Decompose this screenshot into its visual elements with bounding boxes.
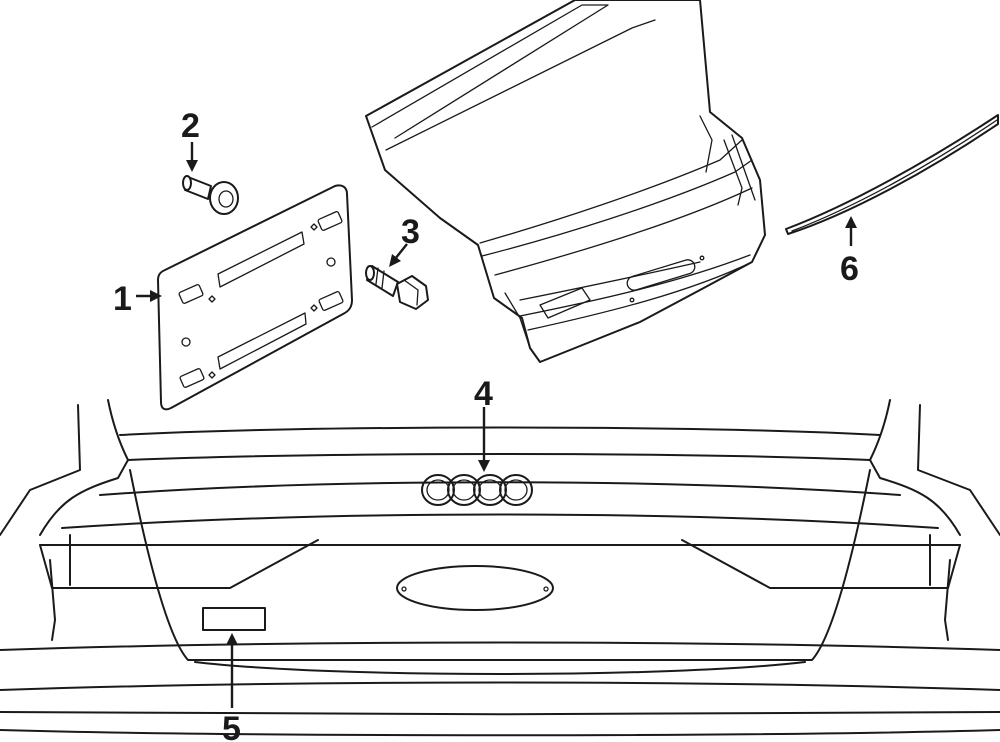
part-rings-emblem (421, 474, 533, 506)
part-bracket-screw (182, 175, 239, 215)
callout-5: 5 (222, 710, 241, 742)
trunk-body (0, 399, 1000, 737)
liftgate (365, 0, 766, 363)
part-model-badge (202, 607, 266, 631)
part-license-plate-bracket (157, 184, 353, 411)
part-bracket-bolt (365, 265, 429, 310)
leader-arrows (136, 142, 857, 708)
callout-6: 6 (840, 250, 859, 288)
callout-1: 1 (113, 280, 132, 318)
callout-4: 4 (474, 375, 493, 413)
callout-2: 2 (181, 107, 200, 145)
callout-3: 3 (401, 213, 420, 251)
part-spoiler-trim-strip (785, 114, 999, 235)
